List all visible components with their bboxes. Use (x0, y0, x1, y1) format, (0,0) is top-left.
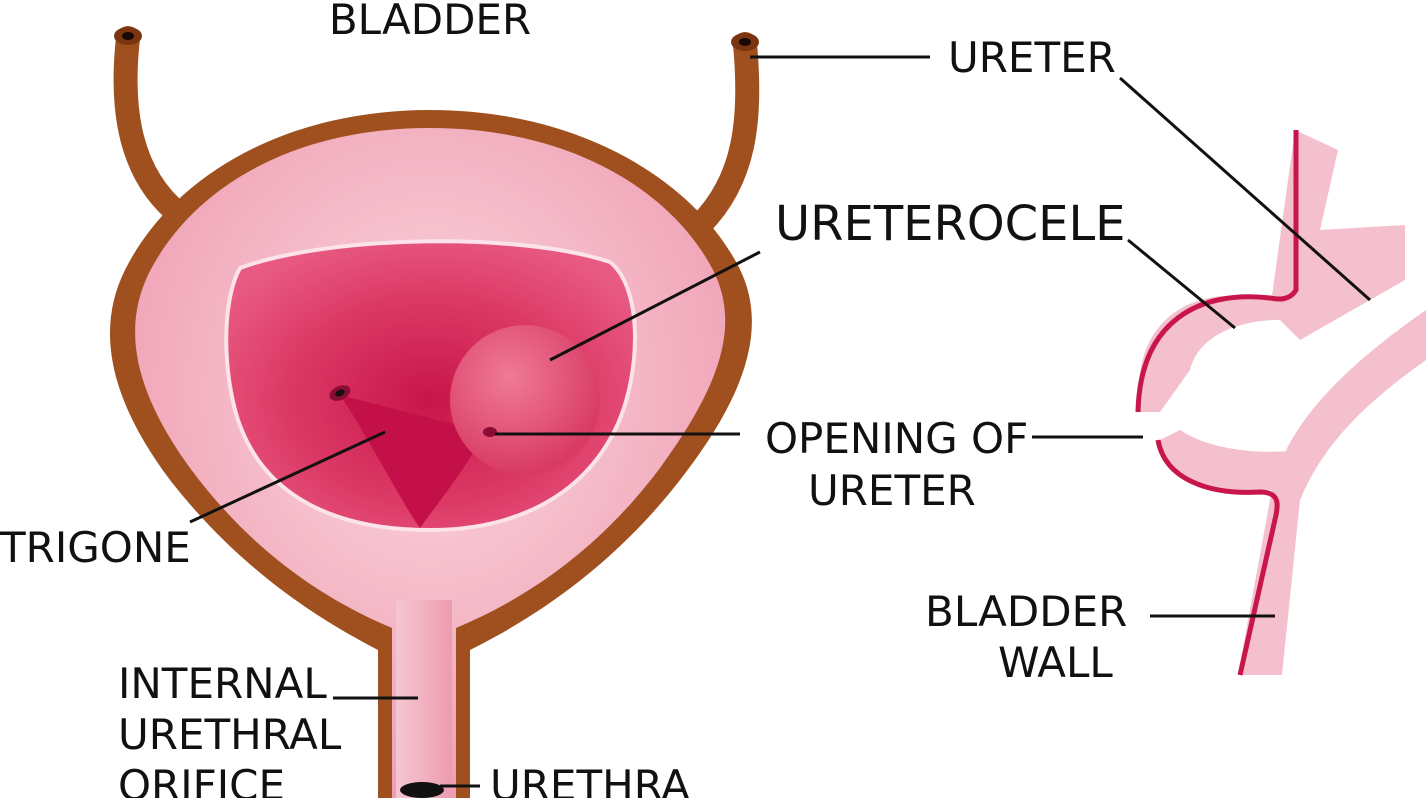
leader-trigone (189, 430, 386, 524)
cross-section-mucosa-line-lower (1155, 439, 1280, 676)
trigone-region (340, 395, 485, 528)
left-ureter (113, 26, 192, 227)
label-opening-line2: URETER (808, 466, 976, 515)
label-internal-line3: ORIFICE (118, 761, 285, 798)
leader-lines (189, 55, 1371, 788)
label-internal-line2: URETHRAL (118, 710, 342, 759)
label-internal-line1: INTERNAL (118, 659, 327, 708)
ureterocele-bulge (450, 325, 600, 475)
label-urethra: URETHRA (490, 761, 690, 798)
labels: BLADDER URETER URETEROCELE OPENING OF UR… (0, 0, 1127, 798)
cross-section-diagram (1135, 130, 1426, 676)
label-opening-line1: OPENING OF (765, 414, 1028, 463)
cross-section-ureter (1270, 130, 1405, 340)
cross-section-bladder-wall (1238, 310, 1426, 675)
urethra-opening (400, 782, 444, 798)
leader-ureterocele (549, 250, 761, 362)
label-ureterocele: URETEROCELE (775, 196, 1126, 252)
leader-ureter-right (1119, 76, 1371, 302)
cross-section-ureterocele (1138, 295, 1290, 412)
leader-ureterocele-right (1127, 238, 1236, 330)
cross-section-mucosa-line-upper (1135, 130, 1299, 413)
label-ureter: URETER (948, 33, 1116, 82)
diagram-title: BLADDER (329, 0, 531, 44)
label-bladder-wall-line2: WALL (998, 638, 1113, 687)
ureter-tubes (113, 26, 760, 237)
label-bladder-wall-line1: BLADDER (925, 587, 1127, 636)
right-ureter (688, 32, 760, 237)
ureterocele-opening (483, 427, 497, 437)
label-trigone: TRIGONE (0, 523, 191, 572)
